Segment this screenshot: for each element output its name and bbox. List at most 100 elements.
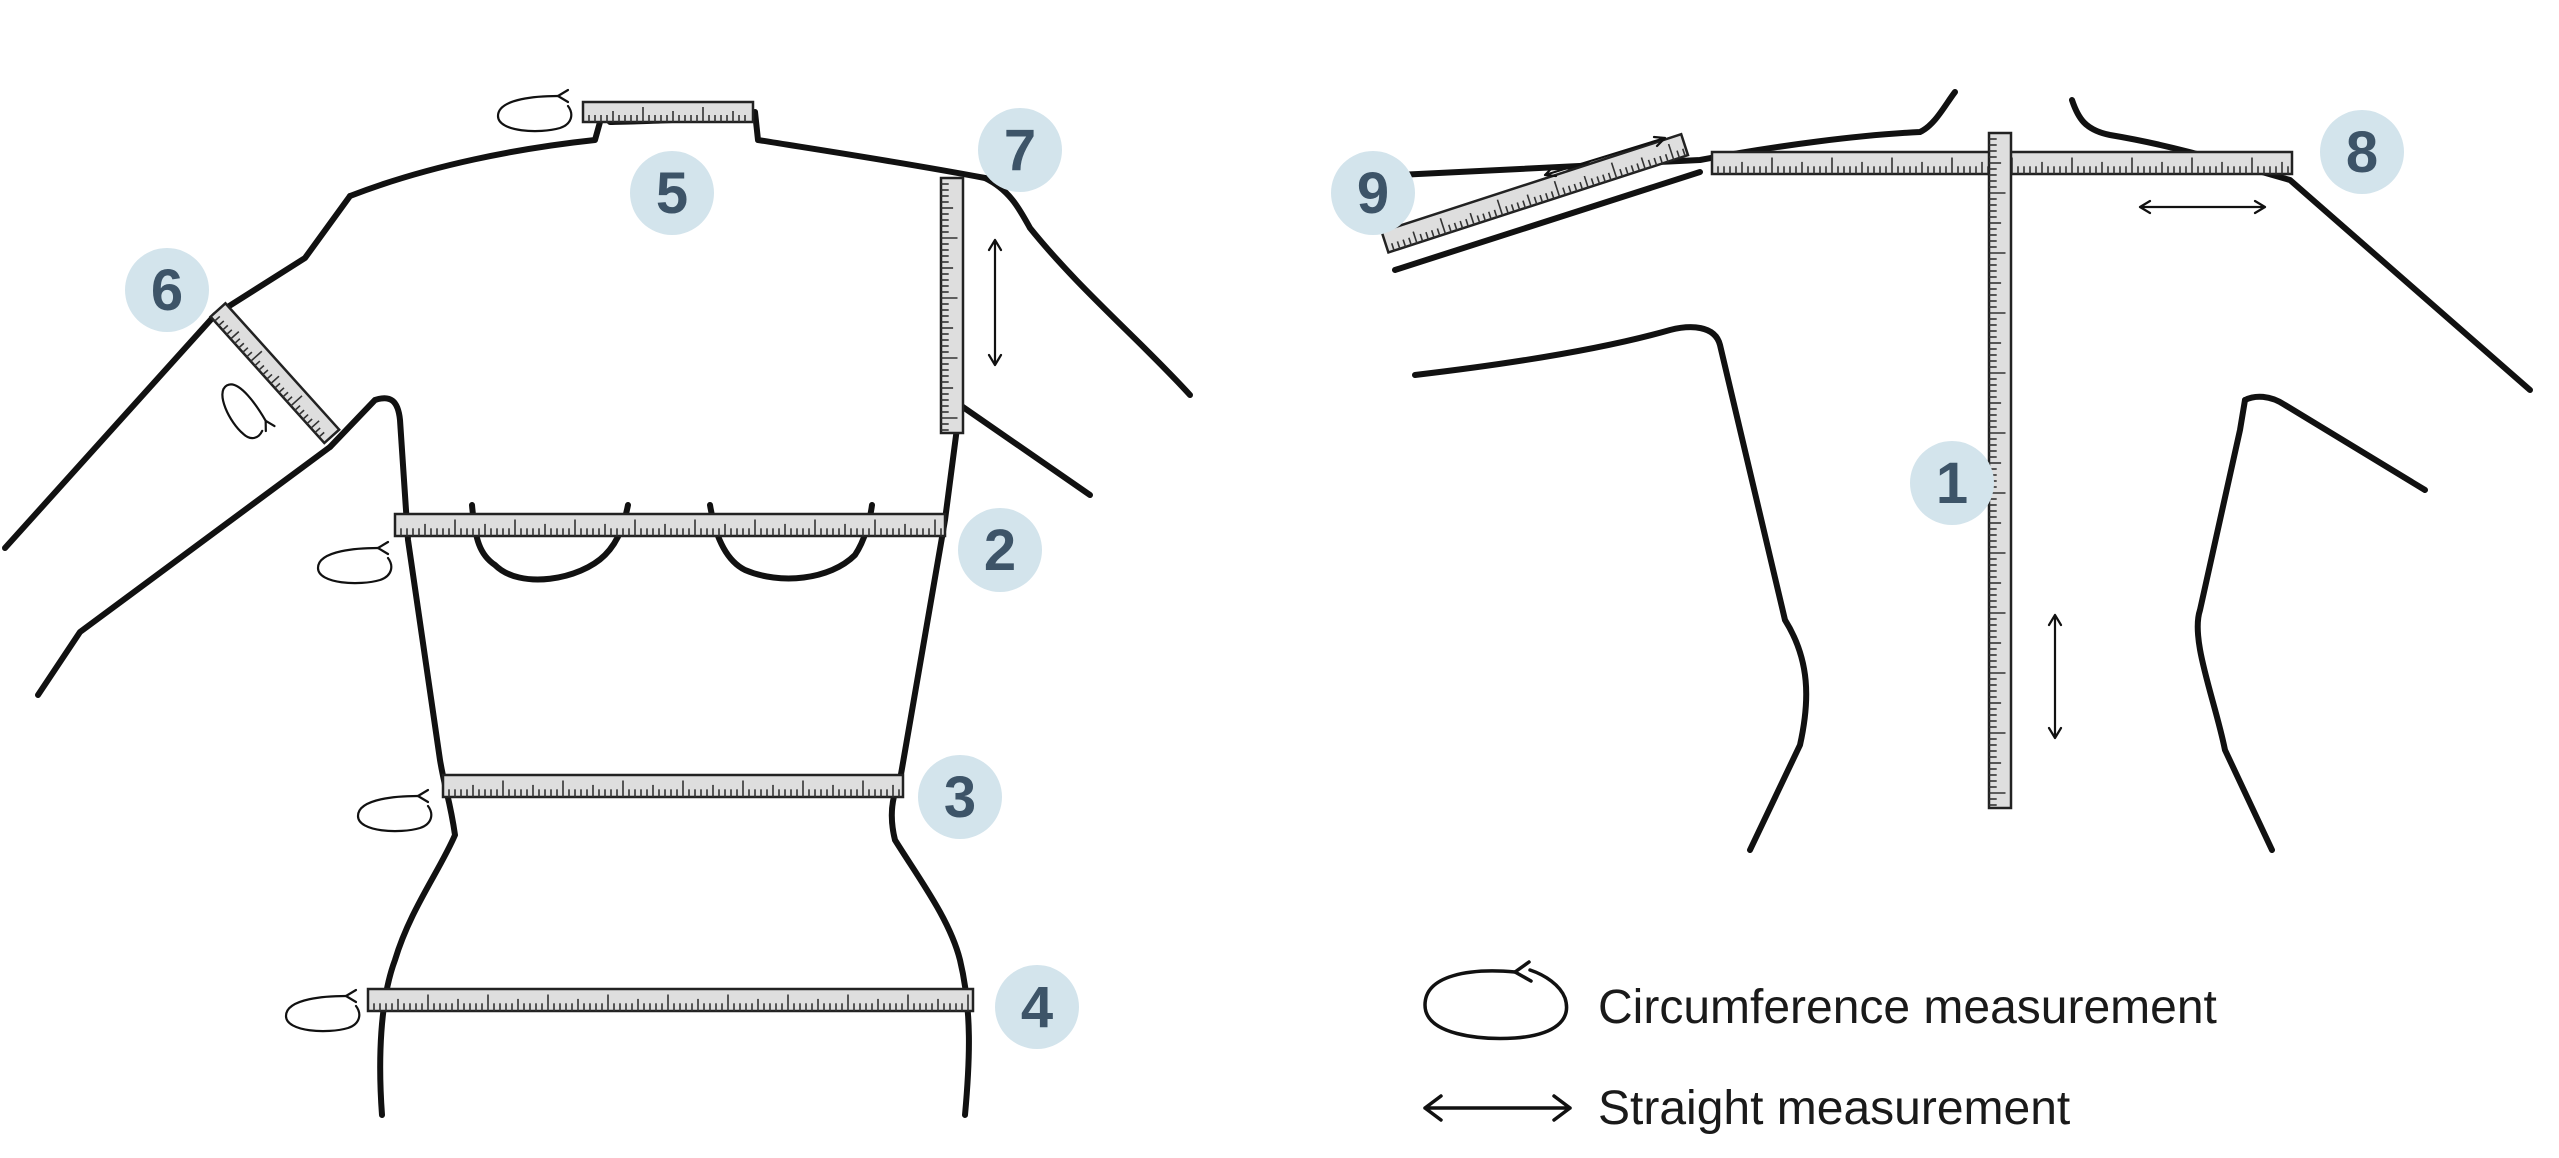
marker-5: 5 (630, 151, 714, 235)
tape-tick (1647, 159, 1652, 168)
tape-shoulder-slope (1380, 132, 1690, 255)
circular-arrow-icon (284, 988, 361, 1033)
tape-tick (1453, 222, 1458, 231)
tape-tick (1653, 157, 1658, 166)
circular-arrow-icon (496, 88, 573, 133)
tape-tick (1667, 143, 1675, 161)
tape-tick (1505, 205, 1509, 214)
marker-6-label: 6 (151, 258, 183, 323)
circular-arrow-icon (221, 383, 276, 440)
tape-tick (318, 431, 325, 438)
tape-tick (1396, 241, 1401, 250)
tape-tick (1493, 209, 1498, 218)
tape-tick (226, 329, 233, 336)
tape-tick (1533, 196, 1538, 205)
tape-tick (222, 324, 229, 331)
tape-tick (242, 347, 249, 353)
tape-tick (294, 405, 301, 411)
tape-tick (298, 409, 305, 416)
marker-6: 6 (125, 248, 209, 332)
tape-tick (262, 369, 269, 376)
marker-9-label: 9 (1357, 161, 1389, 226)
tape-tick (314, 427, 321, 434)
tape-arm (208, 301, 341, 445)
tape-tick (1553, 180, 1561, 198)
legend: Circumference measurement Straight measu… (1423, 960, 2217, 1135)
tape-tick (254, 360, 261, 367)
tape-tick (1567, 185, 1572, 194)
tape-tick (1596, 176, 1601, 185)
tape-tick (1476, 215, 1481, 224)
tape-waist (441, 773, 905, 799)
marker-7: 7 (978, 108, 1062, 192)
left-body-outline (2, 105, 1193, 1118)
tape-tick (246, 351, 253, 358)
tape-tick (1545, 192, 1549, 201)
tape-tick (1636, 163, 1641, 172)
tape-tick (1390, 243, 1395, 251)
tape-neck (581, 100, 755, 124)
tape-hips (366, 987, 975, 1013)
tape-tick (1590, 178, 1595, 186)
marker-7-label: 7 (1004, 118, 1036, 183)
marker-9: 9 (1331, 151, 1415, 235)
tape-tick (270, 375, 280, 385)
legend-straight-icon (1423, 1094, 1572, 1122)
tape-body (441, 773, 905, 799)
tape-back-length (1987, 131, 2013, 810)
tape-tick (278, 387, 285, 394)
marker-3: 3 (918, 755, 1002, 839)
tape-tick (306, 418, 313, 425)
tape-tick (1624, 167, 1629, 175)
tape-tick (302, 413, 309, 420)
marker-4: 4 (995, 965, 1079, 1049)
tape-chest (393, 512, 947, 538)
tape-tick (1562, 187, 1567, 196)
tape-tick (1439, 217, 1447, 235)
tape-shoulder-vertical (939, 176, 965, 435)
tape-tick (1408, 237, 1412, 246)
tape-tick (1510, 204, 1515, 212)
marker-8: 8 (2320, 110, 2404, 194)
tape-tick (1430, 230, 1435, 238)
tape-tick (1425, 231, 1430, 240)
marker-1-label: 1 (1936, 451, 1968, 516)
tape-tick (1526, 194, 1532, 207)
tape-tick (1496, 199, 1504, 216)
marker-1: 1 (1910, 441, 1994, 525)
tape-tick (1676, 150, 1681, 159)
tape-tick (290, 395, 303, 407)
tape-tick (1465, 218, 1470, 227)
tape-tick (1550, 191, 1555, 199)
tape-tick (1583, 175, 1589, 188)
tape-tick (286, 396, 293, 403)
tape-tick (258, 364, 265, 371)
circular-arrow-icon (356, 788, 433, 833)
tape-tick (250, 350, 263, 362)
tape-tick (1522, 200, 1527, 209)
marker-5-label: 5 (656, 161, 688, 226)
tape-tick (1419, 233, 1424, 242)
tape-tick (1602, 174, 1607, 183)
tape-tick (1619, 168, 1624, 177)
tape-body (208, 301, 341, 445)
marker-2-label: 2 (984, 518, 1016, 583)
tape-tick (1640, 157, 1646, 170)
tape-tick (1402, 239, 1407, 248)
tape-tick (274, 382, 281, 389)
circular-arrow-icon (316, 540, 393, 585)
tape-tick (1412, 231, 1418, 244)
tape-body (366, 987, 975, 1013)
tape-tick (218, 320, 225, 327)
tape-tick (1681, 148, 1686, 157)
tape-tick (238, 342, 245, 349)
tape-tick (1610, 162, 1618, 179)
tape-tick (1459, 220, 1464, 229)
tape-tick (1573, 183, 1578, 192)
tape-tick (1659, 155, 1664, 164)
tape-tick (230, 331, 240, 340)
marker-2: 2 (958, 508, 1042, 592)
tape-tick (1482, 213, 1487, 222)
marker-8-label: 8 (2346, 120, 2378, 185)
